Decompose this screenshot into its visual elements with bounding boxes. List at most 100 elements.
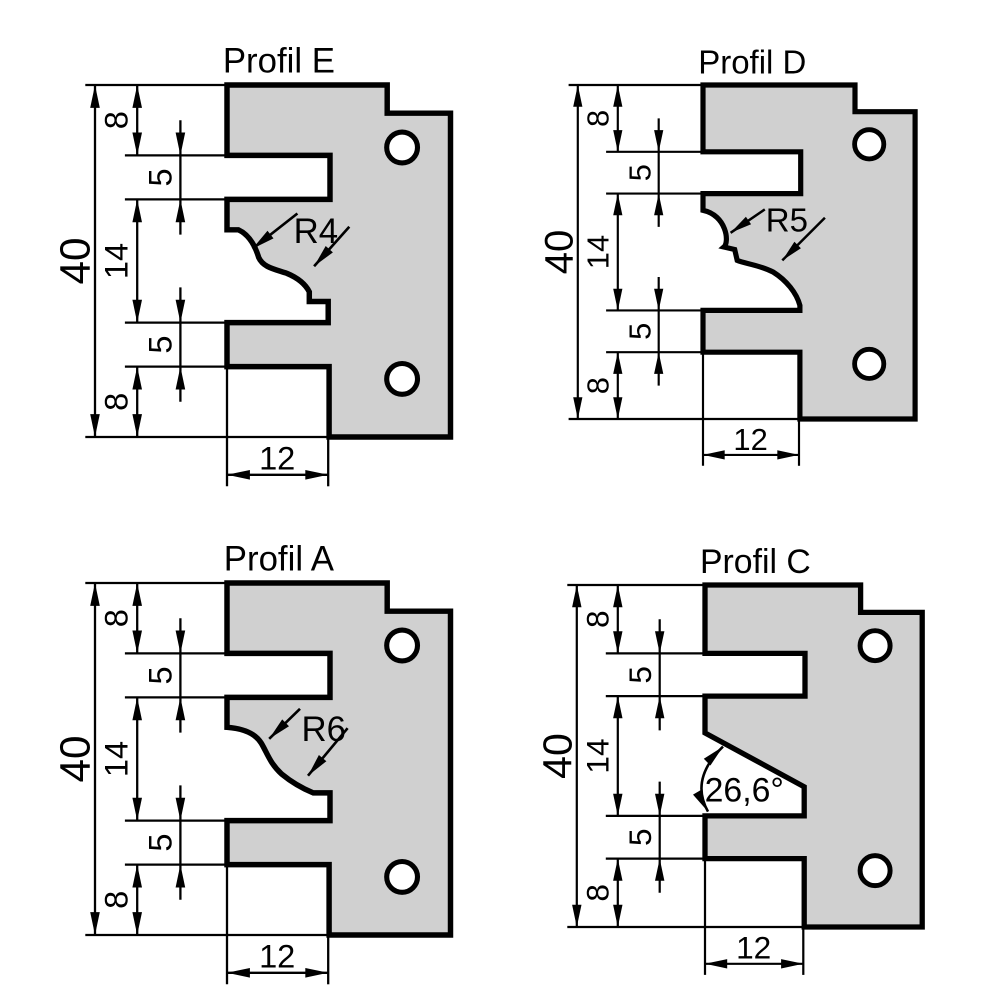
radius-label: R5 <box>766 202 808 239</box>
dim-total-label: 40 <box>535 733 581 779</box>
arrowhead <box>613 904 623 927</box>
arrowhead <box>132 583 142 606</box>
arrowhead <box>777 450 799 460</box>
arrowhead <box>613 585 623 608</box>
dim-total-label: 40 <box>52 736 99 783</box>
dim-seg3-label: 5 <box>622 323 657 340</box>
dim-seg2-label: 14 <box>98 741 135 777</box>
drawing-title: Profil C <box>700 543 811 581</box>
arrowhead <box>175 132 186 156</box>
arrowhead <box>305 470 329 480</box>
arrowhead <box>132 912 142 935</box>
drawing-title: Profil E <box>223 42 335 81</box>
radius-label: R6 <box>302 710 346 749</box>
arrowhead <box>613 352 623 374</box>
dim-seg0-label: 8 <box>581 110 616 127</box>
arrowhead <box>175 299 186 323</box>
dim-seg3-label: 5 <box>142 336 179 354</box>
cutter-body <box>700 82 918 422</box>
arrowhead <box>654 352 664 374</box>
arrowhead <box>613 193 623 216</box>
arrowhead <box>175 199 186 223</box>
dim-slot-width-label: 12 <box>259 440 295 477</box>
dim-seg1-label: 5 <box>142 168 179 186</box>
arrowhead <box>175 630 186 654</box>
dim-seg2-label: 14 <box>581 235 616 269</box>
dim-seg0-label: 8 <box>98 609 135 627</box>
arrowhead <box>227 470 250 480</box>
arrowhead <box>175 864 186 888</box>
mounting-hole <box>857 853 893 889</box>
drawing-title: Profil D <box>698 43 806 80</box>
arrowhead <box>132 299 142 323</box>
dim-seg0-label: 8 <box>98 111 135 129</box>
dim-seg1-label: 5 <box>622 666 658 684</box>
radius-label: R4 <box>294 212 338 251</box>
arrowhead <box>90 85 100 108</box>
arrowhead <box>613 130 623 152</box>
arrowhead <box>572 904 582 927</box>
mounting-hole <box>857 628 893 664</box>
dim-seg2-label: 14 <box>579 738 615 773</box>
arrowhead <box>655 858 665 881</box>
dim-seg3-label: 5 <box>142 834 179 852</box>
arrowhead <box>132 697 142 721</box>
dim-slot-width-label: 12 <box>736 930 771 966</box>
dim-seg2-label: 14 <box>98 243 135 279</box>
arrowhead <box>730 216 752 233</box>
arrowhead <box>655 696 665 719</box>
arrowhead <box>314 246 333 267</box>
arrowhead <box>90 912 100 935</box>
arrowhead <box>654 130 664 152</box>
arrowhead <box>613 397 623 419</box>
arrowhead <box>132 85 142 108</box>
dim-slot-width-label: 12 <box>733 422 767 457</box>
drawing-profil-a: R6 40 8 5 14 5 8 12 Profil A <box>52 540 454 985</box>
arrowhead <box>175 366 186 390</box>
arrowhead <box>705 959 728 969</box>
arrowhead <box>703 450 725 460</box>
arrowhead <box>654 193 664 216</box>
arrowhead <box>132 864 142 888</box>
arrowhead <box>655 793 665 816</box>
mounting-hole <box>384 627 421 664</box>
arrowhead <box>781 959 804 969</box>
dim-seg4-label: 8 <box>98 891 135 909</box>
arrowhead <box>573 397 583 419</box>
dim-seg1-label: 5 <box>142 666 179 684</box>
mounting-hole <box>384 360 421 397</box>
arrowhead <box>703 746 723 766</box>
dim-seg4-label: 8 <box>98 393 135 411</box>
arrowhead <box>613 631 623 654</box>
arrowhead <box>90 583 100 606</box>
drawing-title: Profil A <box>224 540 335 579</box>
arrowhead <box>132 366 142 390</box>
arrowhead <box>613 85 623 107</box>
arrowhead <box>252 230 274 249</box>
mounting-hole <box>852 127 887 162</box>
angle-label: 26,6° <box>705 772 784 810</box>
cutter-body <box>224 82 454 440</box>
arrowhead <box>132 630 142 654</box>
arrowhead <box>782 241 801 261</box>
cutter-body <box>224 580 454 938</box>
arrowhead <box>613 696 623 719</box>
dim-slot-width-label: 12 <box>259 938 295 975</box>
dim-seg4-label: 8 <box>579 884 615 902</box>
arrowhead <box>90 414 100 437</box>
mounting-hole <box>384 129 421 166</box>
cutter-body <box>702 582 925 930</box>
arrowhead <box>132 132 142 156</box>
arrowhead <box>132 414 142 437</box>
mounting-hole <box>384 858 421 895</box>
arrowhead <box>132 199 142 223</box>
arrowhead <box>573 85 583 107</box>
arrowhead <box>308 755 327 776</box>
dim-seg3-label: 5 <box>622 828 658 846</box>
mounting-hole <box>852 346 887 381</box>
